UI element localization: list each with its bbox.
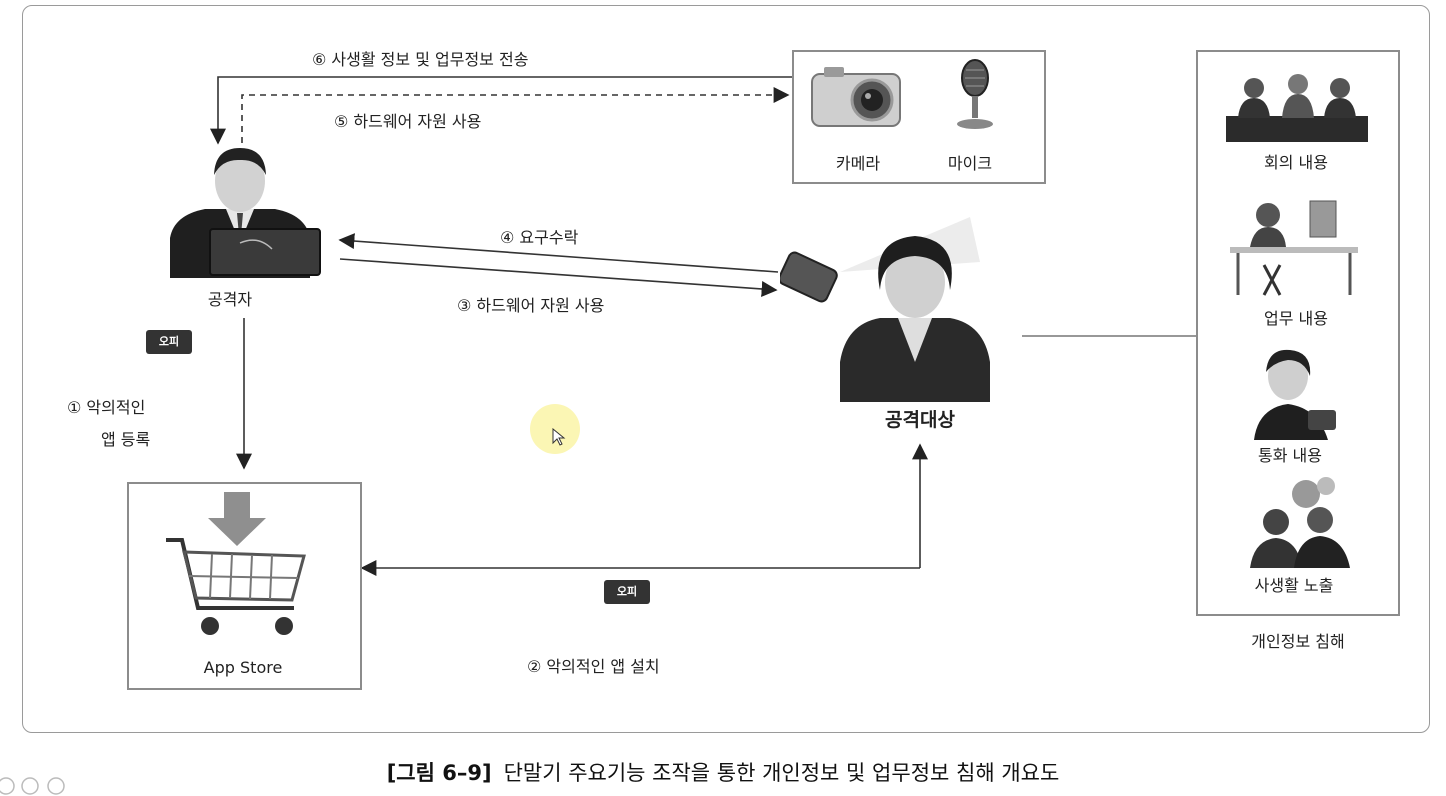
- privacy-box: [1196, 50, 1400, 616]
- malicious-app-install-icon: 오피: [604, 580, 650, 604]
- label-step1-line2: 앱 등록: [101, 430, 151, 449]
- app-store-label: App Store: [203, 658, 283, 677]
- office-work-icon: [1230, 200, 1358, 296]
- arrow-step5: [241, 87, 790, 143]
- meeting-icon: [1226, 74, 1368, 142]
- privacy-title: 개인정보 침해: [1251, 632, 1345, 651]
- label-step6: ⑥ 사생활 정보 및 업무정보 전송: [312, 50, 529, 69]
- microphone-icon: [957, 59, 993, 129]
- attacker-label: 공격자: [207, 290, 253, 309]
- attacker-icon: [170, 148, 321, 278]
- shopping-cart-icon: [166, 492, 306, 635]
- target-label: 공격대상: [885, 409, 955, 431]
- arrow-step6: [210, 76, 792, 145]
- arrow-step4: [338, 233, 779, 273]
- camera-icon: [811, 67, 901, 127]
- figure-caption-text: 단말기 주요기능 조작을 통한 개인정보 및 업무정보 침해 개요도: [503, 761, 1060, 785]
- privacy-item-0: 회의 내용: [1264, 153, 1328, 172]
- camera-label: 카메라: [835, 154, 881, 173]
- figure-number: [그림 6–9]: [386, 761, 492, 785]
- mic-label: 마이크: [947, 154, 993, 173]
- malicious-app-icon: 오피: [146, 330, 192, 354]
- mouse-cursor-icon: [552, 428, 566, 446]
- privacy-item-2: 통화 내용: [1258, 446, 1322, 465]
- arrow-step3: [339, 258, 778, 297]
- viewer-controls-icon[interactable]: [0, 776, 76, 796]
- label-step3: ③ 하드웨어 자원 사용: [457, 296, 605, 315]
- figure-caption: [그림 6–9] 단말기 주요기능 조작을 통한 개인정보 및 업무정보 침해 개…: [0, 757, 1446, 787]
- target-icon: [780, 217, 990, 402]
- phone-call-icon: [1254, 349, 1336, 440]
- privacy-item-1: 업무 내용: [1264, 309, 1328, 328]
- privacy-item-3: 사생활 노출: [1254, 576, 1334, 595]
- private-life-icon: [1250, 477, 1350, 568]
- label-step2: ② 악의적인 앱 설치: [527, 657, 660, 676]
- label-step1-line1: ① 악의적인: [67, 398, 146, 417]
- cursor-highlight: [530, 404, 580, 454]
- label-step4: ④ 요구수락: [500, 228, 579, 247]
- label-step5: ⑤ 하드웨어 자원 사용: [334, 112, 482, 131]
